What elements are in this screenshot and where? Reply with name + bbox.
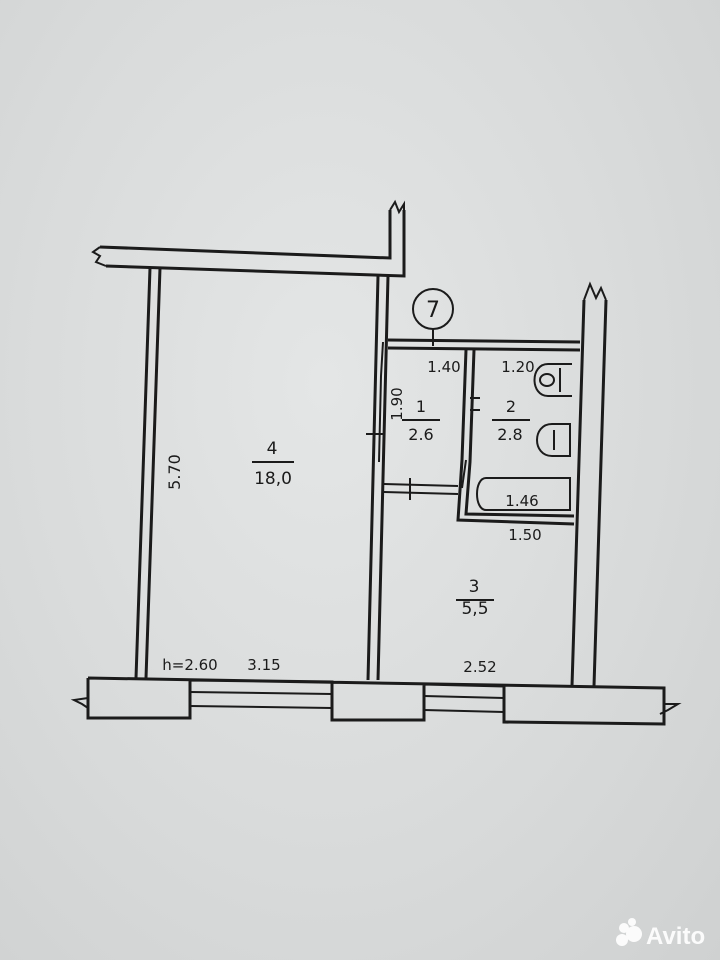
room-2-number: 2 (506, 397, 516, 416)
dimension-2-52: 2.52 (463, 658, 496, 676)
toilet-fixture (533, 363, 572, 397)
right-wall (570, 281, 608, 687)
partition-wall (366, 275, 390, 681)
avito-logo-icon (616, 918, 642, 946)
dimension-1-50: 1.50 (508, 526, 541, 544)
dimension-1-46: 1.46 (505, 492, 538, 510)
marker-number: 7 (426, 298, 440, 323)
sink-fixture (536, 423, 571, 457)
bathtub-fixture (476, 477, 571, 511)
room-2-label: 2 2.8 (492, 397, 530, 444)
ceiling-height: h=2.60 (162, 656, 217, 674)
room-4-number: 4 (267, 439, 278, 459)
dimension-1-90: 1.90 (388, 387, 406, 420)
room-2-area: 2.8 (497, 425, 522, 444)
bottom-wall (70, 676, 682, 726)
room-1-number: 1 (416, 397, 426, 416)
dimension-3-15: 3.15 (247, 656, 280, 674)
dimension-5-70: 5.70 (165, 454, 184, 490)
bath-block (383, 338, 581, 526)
room-3-label: 3 5,5 (456, 577, 494, 619)
top-wall (91, 199, 406, 278)
room-4-area: 18,0 (254, 469, 292, 489)
room-1-area: 2.6 (408, 425, 433, 444)
room-3-area: 5,5 (461, 599, 488, 619)
avito-watermark: Avito (616, 918, 705, 950)
watermark-text: Avito (646, 923, 705, 950)
room-4-label: 4 18,0 (252, 439, 294, 489)
dimension-1-20: 1.20 (501, 358, 534, 376)
left-wall (134, 267, 162, 679)
dimension-1-40: 1.40 (427, 358, 460, 376)
room-1-label: 1 2.6 (402, 397, 440, 444)
stair-marker: 7 (412, 288, 454, 346)
room-3-number: 3 (469, 577, 480, 597)
